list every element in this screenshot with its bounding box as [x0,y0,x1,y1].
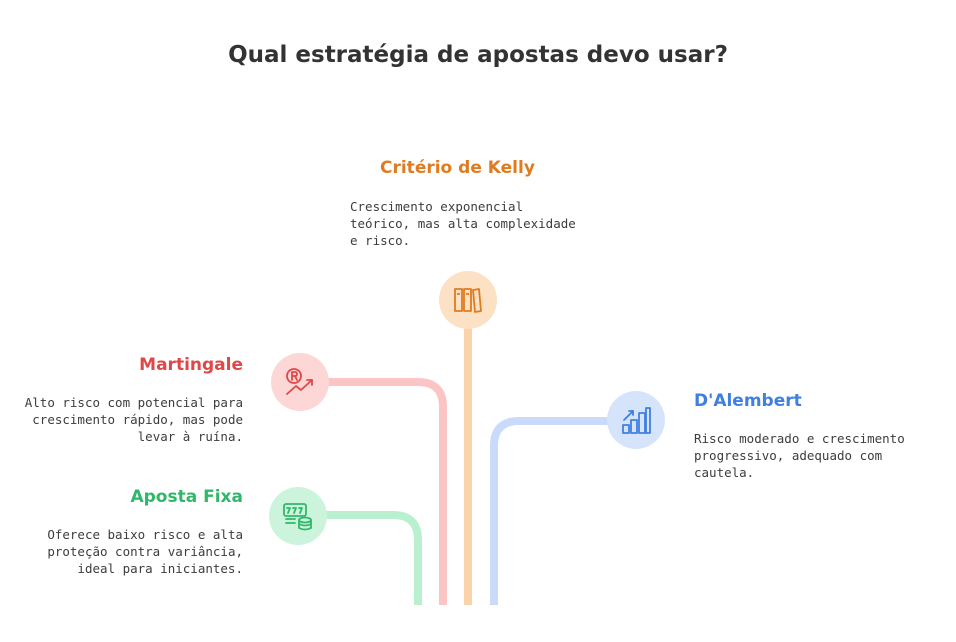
dalembert-heading: D'Alembert [694,391,802,411]
martingale-heading: Martingale [139,355,243,375]
martingale-node [271,353,329,411]
kelly-heading: Critério de Kelly [380,158,535,178]
dalembert-node [607,391,665,449]
growth-chart-icon [622,407,651,434]
dalembert-description: Risco moderado e crescimento progressivo… [694,431,905,480]
fixa-description: Oferece baixo risco e alta proteção cont… [47,527,243,576]
diagram-title: Qual estratégia de apostas devo usar? [228,42,728,68]
fixa-heading: Aposta Fixa [130,487,243,507]
martingale-description: Alto risco com potencial para cresciment… [24,395,243,444]
kelly-description: Crescimento exponencial teórico, mas alt… [350,199,576,248]
risk-trend-icon [286,368,313,395]
books-icon [454,288,482,313]
kelly-node [439,271,497,329]
dalembert-connector [488,415,615,605]
fixa-connector [318,509,424,605]
slot-coins-icon [283,503,312,531]
martingale-connector [320,376,449,605]
fixa-node [269,487,327,545]
